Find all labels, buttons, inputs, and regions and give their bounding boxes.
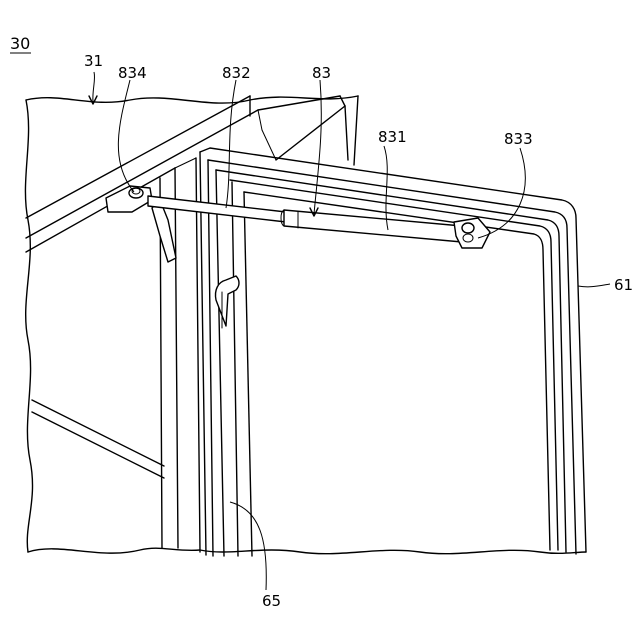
label-65: 65 [262, 592, 281, 610]
figure-number: 30 [10, 34, 30, 53]
cabinet-body-31 [25, 96, 358, 553]
label-31: 31 [84, 52, 103, 70]
label-832: 832 [222, 64, 251, 82]
label-834: 834 [118, 64, 147, 82]
leader-lines [89, 72, 610, 590]
label-831: 831 [378, 128, 407, 146]
label-833: 833 [504, 130, 533, 148]
label-83: 83 [312, 64, 331, 82]
label-61: 61 [614, 276, 633, 294]
